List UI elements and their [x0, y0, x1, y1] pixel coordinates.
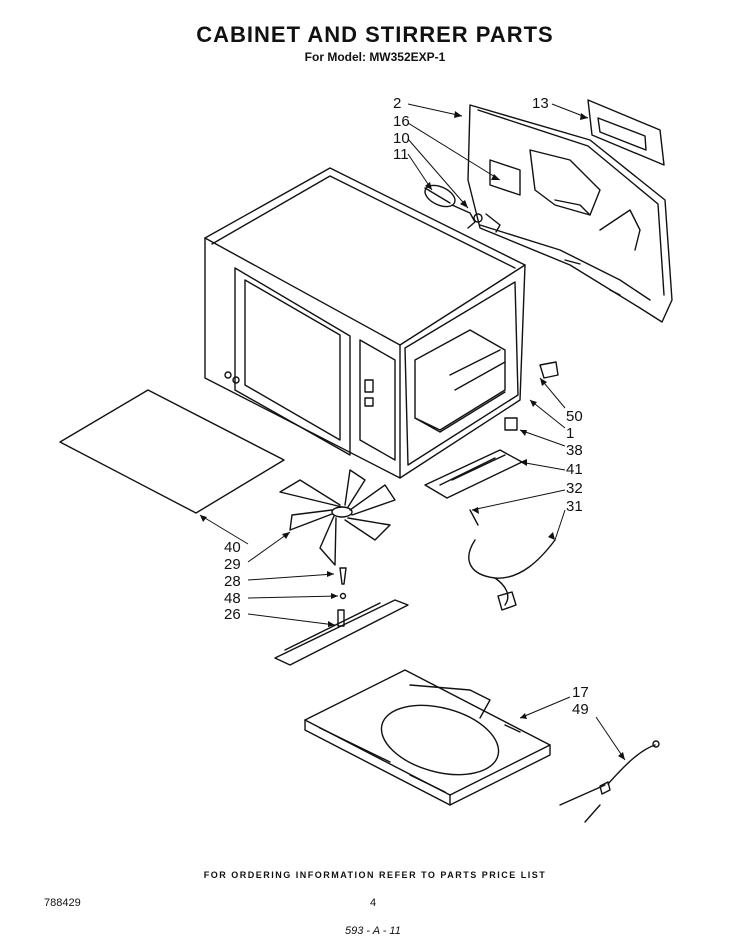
- callout-48: 48: [224, 590, 241, 607]
- callout-26: 26: [224, 606, 241, 623]
- handwritten-code: 593 - A - 11: [345, 925, 401, 937]
- stirrer-fan-part: [279, 469, 396, 566]
- foot-part: [504, 417, 518, 431]
- cabinet-part: [204, 167, 526, 479]
- shelf-sheet-part: [59, 389, 285, 514]
- callout-10: 10: [393, 130, 410, 147]
- power-cord-part: [468, 509, 556, 611]
- thermal-probe-part: [559, 740, 660, 823]
- callout-17: 17: [572, 684, 589, 701]
- callout-41: 41: [566, 461, 583, 478]
- bracket-part: [424, 449, 523, 499]
- support-part: [274, 599, 409, 666]
- model-subtitle: For Model: MW352EXP-1: [304, 50, 446, 64]
- callout-50: 50: [566, 408, 583, 425]
- document-number: 788429: [44, 897, 81, 909]
- callout-1: 1: [566, 425, 574, 442]
- callout-38: 38: [566, 442, 583, 459]
- callout-28: 28: [224, 573, 241, 590]
- callout-16: 16: [393, 113, 410, 130]
- plate-part: [587, 99, 665, 166]
- callout-49: 49: [572, 701, 589, 718]
- callout-13: 13: [532, 95, 549, 112]
- base-plate-part: [304, 669, 551, 806]
- motor-part: [424, 184, 501, 233]
- callout-40: 40: [224, 539, 241, 556]
- callout-32: 32: [566, 480, 583, 497]
- back-panel-part: [467, 104, 673, 323]
- screw-part: [339, 567, 347, 600]
- page-title: CABINET AND STIRRER PARTS: [196, 22, 554, 47]
- callout-2: 2: [393, 95, 401, 112]
- callout-29: 29: [224, 556, 241, 573]
- callout-31: 31: [566, 498, 583, 515]
- ordering-note: FOR ORDERING INFORMATION REFER TO PARTS …: [203, 870, 547, 880]
- callout-11: 11: [393, 146, 409, 163]
- switch-part: [539, 361, 559, 379]
- page-number: 4: [370, 897, 377, 909]
